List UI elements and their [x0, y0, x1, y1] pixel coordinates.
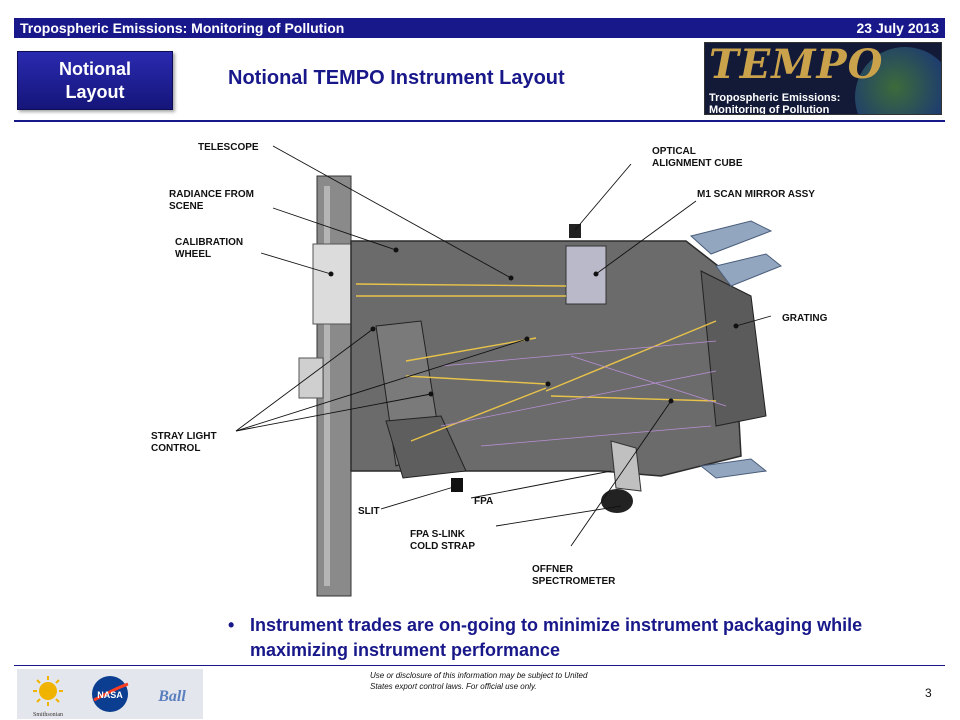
callout-dots: [328, 247, 739, 404]
smithsonian-logo-icon: Smithsonian: [26, 674, 70, 718]
instrument-drawing: [235, 145, 782, 597]
page-number: 3: [925, 686, 932, 700]
ball-wordmark: Ball: [157, 688, 186, 705]
ball-logo-icon: Ball: [150, 674, 194, 714]
optical-path-violet: [440, 340, 727, 447]
callout-slit: SLIT: [358, 506, 380, 517]
nasa-meatball-icon: NASA: [92, 676, 129, 712]
bullet-icon: •: [228, 615, 235, 635]
section-badge: Notional Layout: [17, 51, 173, 110]
footer-logos: Smithsonian NASA Ball: [17, 669, 203, 719]
instrument-diagram: TELESCOPE RADIANCE FROM SCENE CALIBRATIO…: [141, 126, 852, 606]
calibration-drive: [298, 357, 324, 399]
scan-mirror-assembly: [565, 245, 607, 305]
optical-alignment-cube: [569, 224, 581, 238]
callout-optical-alignment-cube: OPTICAL ALIGNMENT CUBE: [652, 146, 743, 169]
section-badge-line2: Layout: [65, 82, 125, 102]
section-badge-line1: Notional: [59, 59, 131, 79]
logo-subtitle: Tropospheric Emissions: Monitoring of Po…: [709, 92, 841, 115]
bullet-text: Instrument trades are on-going to minimi…: [250, 615, 863, 660]
optical-path-yellow: [355, 283, 717, 442]
header-title: Tropospheric Emissions: Monitoring of Po…: [20, 20, 345, 36]
callout-leaders: [235, 145, 772, 547]
export-disclaimer: Use or disclosure of this information ma…: [370, 671, 588, 691]
logo-subtitle-line1: Tropospheric Emissions:: [709, 92, 841, 104]
strut-upper-1: [689, 220, 773, 255]
nasa-logo-icon: NASA: [88, 674, 132, 714]
callout-grating: GRATING: [782, 313, 828, 324]
logo-subtitle-line2: Monitoring of Pollution: [709, 104, 830, 115]
strut-upper-2: [715, 253, 782, 287]
header-bar: Tropospheric Emissions: Monitoring of Po…: [14, 18, 945, 38]
callout-radiance-from-scene: RADIANCE FROM SCENE: [169, 189, 254, 212]
callout-calibration-wheel: CALIBRATION WHEEL: [175, 237, 244, 260]
callout-m1-scan-mirror: M1 SCAN MIRROR ASSY: [697, 189, 815, 200]
smithsonian-wordmark: Smithsonian: [33, 712, 63, 718]
callout-stray-light-control: STRAY LIGHT CONTROL: [151, 431, 217, 454]
grating-housing: [700, 270, 767, 427]
callout-telescope: TELESCOPE: [198, 142, 259, 153]
smithsonian-sun-icon: Smithsonian: [33, 676, 63, 718]
header-divider: [14, 120, 945, 122]
strut-lower: [699, 458, 768, 479]
header-date: 23 July 2013: [856, 20, 939, 36]
slide-title: Notional TEMPO Instrument Layout: [228, 67, 565, 89]
cold-strap-coil: [601, 489, 633, 513]
instrument-housing: [350, 240, 742, 477]
tempo-logo: TEMPO Tropospheric Emissions: Monitoring…: [704, 42, 942, 115]
footer-divider: [14, 665, 945, 666]
nasa-wordmark: NASA: [97, 690, 123, 700]
calibration-wheel-edge: [324, 186, 330, 586]
ball-wordmark-icon: Ball: [157, 688, 186, 705]
bullet-point: • Instrument trades are on-going to mini…: [228, 613, 928, 663]
slit-block: [451, 478, 463, 492]
callout-fpa: FPA: [474, 496, 494, 507]
callout-fpa-cold-strap: FPA S-LINK COLD STRAP: [410, 529, 475, 552]
logo-wordmark: TEMPO: [709, 42, 884, 88]
callout-offner-spectrometer: OFFNER SPECTROMETER: [532, 564, 616, 587]
lower-baffle-block: [385, 415, 467, 479]
